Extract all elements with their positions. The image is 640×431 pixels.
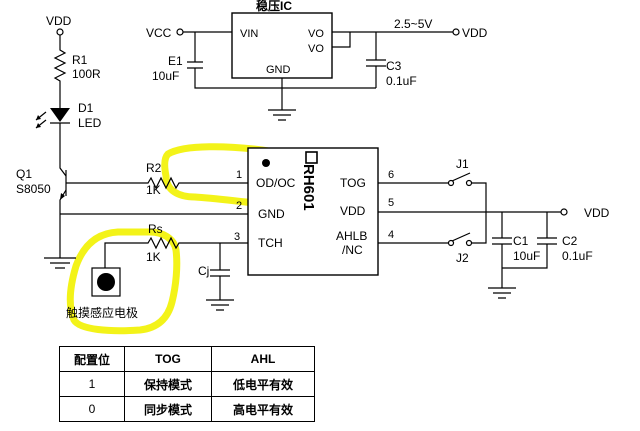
- cj-ground-symbol: [206, 299, 234, 311]
- q1-collector: [59, 165, 67, 177]
- e1-name: E1: [168, 54, 183, 68]
- e1-value: 10uF: [152, 69, 179, 83]
- rh601-chip-body: [247, 147, 379, 276]
- c3-name: C3: [386, 59, 402, 73]
- r2-wire: [66, 176, 248, 190]
- table-row: 1 保持模式 低电平有效: [59, 371, 315, 397]
- cj-wire: [210, 243, 230, 300]
- row1-tog: 保持模式: [124, 371, 212, 397]
- pin2-name: GND: [258, 207, 285, 221]
- led-arrow-head-1: [36, 115, 41, 120]
- pin6-name: TOG: [340, 176, 366, 190]
- d1-name: D1: [78, 101, 94, 115]
- vo-label-2: VO: [308, 43, 324, 55]
- c2-value: 0.1uF: [562, 249, 593, 263]
- pin1-dot: [262, 159, 270, 167]
- r2-value: 1K: [146, 183, 161, 197]
- regulator-title: 稳压IC: [256, 0, 292, 13]
- q1-ground-symbol: [44, 257, 76, 269]
- table-row: 0 同步模式 高电平有效: [59, 396, 315, 422]
- r2-name: R2: [146, 161, 162, 175]
- pin6-number: 6: [388, 169, 394, 181]
- rs-wire: [104, 236, 248, 268]
- chip-name: RH601: [300, 164, 317, 211]
- j2-contact-a: [447, 239, 455, 247]
- j2-contact-b: [465, 239, 473, 247]
- vo-wire: [332, 31, 453, 48]
- row2-bit: 0: [59, 396, 125, 422]
- q1-name: Q1: [16, 167, 32, 181]
- d1-type: LED: [78, 116, 102, 130]
- touch-electrode-dot: [97, 273, 115, 291]
- row1-ahl: 低电平有效: [211, 371, 315, 397]
- vcc-terminal: [176, 28, 184, 36]
- r1-value: 100R: [72, 67, 101, 81]
- led-arrow-head-2: [36, 123, 41, 128]
- header-ahl: AHL: [211, 346, 315, 372]
- row2-tog: 同步模式: [124, 396, 212, 422]
- regulator-ground-symbol: [268, 109, 296, 121]
- c1-wire: [492, 212, 512, 268]
- pin3-name: TCH: [258, 236, 283, 250]
- vdd-label-right: VDD: [584, 206, 610, 220]
- touch-electrode-label: 触摸感应电极: [66, 305, 138, 320]
- jumper-common-wire: [472, 182, 487, 244]
- r1-name: R1: [72, 53, 88, 67]
- r1-wire: [53, 35, 67, 96]
- header-config-bit: 配置位: [59, 346, 125, 372]
- regulator-box: [231, 12, 333, 79]
- q1-emitter-arrow: [60, 193, 65, 200]
- c2-wire: [502, 212, 557, 269]
- caps-ground-symbol: [488, 287, 516, 299]
- j1-label: J1: [456, 157, 469, 171]
- chip-logo-icon: [305, 151, 318, 164]
- j2-switch-arm: [451, 232, 471, 242]
- vdd-terminal-top-right: [452, 28, 460, 36]
- gnd-label-regulator: GND: [266, 64, 291, 76]
- header-tog: TOG: [124, 346, 212, 372]
- rs-name: Rs: [148, 222, 163, 236]
- vdd-terminal-top-left: [56, 28, 64, 36]
- vdd-terminal-right: [560, 208, 568, 216]
- c1-value: 10uF: [513, 249, 540, 263]
- pin4-name-b: /NC: [342, 243, 363, 257]
- vdd-label-top-left: VDD: [46, 14, 72, 28]
- j1-contact-a: [447, 179, 455, 187]
- pin1-name: OD/OC: [256, 176, 296, 190]
- pin5-name: VDD: [340, 204, 366, 218]
- vin-label: VIN: [240, 28, 258, 40]
- c3-wire: [366, 32, 386, 88]
- highlight-touch-electrode: [66, 228, 181, 335]
- vcc-label: VCC: [146, 26, 172, 40]
- j1-contact-b: [465, 179, 473, 187]
- led-d1-symbol: [50, 108, 70, 122]
- c2-name: C2: [562, 234, 578, 248]
- row2-ahl: 高电平有效: [211, 396, 315, 422]
- c3-value: 0.1uF: [386, 74, 417, 88]
- q1-type: S8050: [16, 182, 51, 196]
- row1-bit: 1: [59, 371, 125, 397]
- pin4-number: 4: [388, 229, 394, 241]
- pin1-number: 1: [236, 169, 242, 181]
- vdd-label-top-right: VDD: [462, 26, 488, 40]
- e1-wire: [187, 32, 376, 89]
- pin3-number: 3: [234, 231, 240, 243]
- pin2-number: 2: [236, 200, 242, 212]
- pin4-name-a: AHLB: [336, 229, 367, 243]
- cj-name: Cj: [198, 264, 209, 278]
- vo-label-1: VO: [308, 28, 324, 40]
- c1-name: C1: [513, 234, 529, 248]
- q1-emitter: [59, 189, 67, 258]
- pin5-number: 5: [388, 197, 394, 209]
- voltage-range: 2.5~5V: [394, 17, 432, 31]
- config-table: 配置位 TOG AHL 1 保持模式 低电平有效 0 同步模式 高电平有效: [59, 346, 315, 422]
- j1-switch-arm: [451, 172, 471, 182]
- table-header-row: 配置位 TOG AHL: [59, 346, 315, 372]
- circuit-schematic: VDD R1 100R D1 LED Q1 S8050 R2 1K Rs 1K …: [16, 0, 610, 335]
- j2-label: J2: [456, 251, 469, 265]
- rs-value: 1K: [146, 250, 161, 264]
